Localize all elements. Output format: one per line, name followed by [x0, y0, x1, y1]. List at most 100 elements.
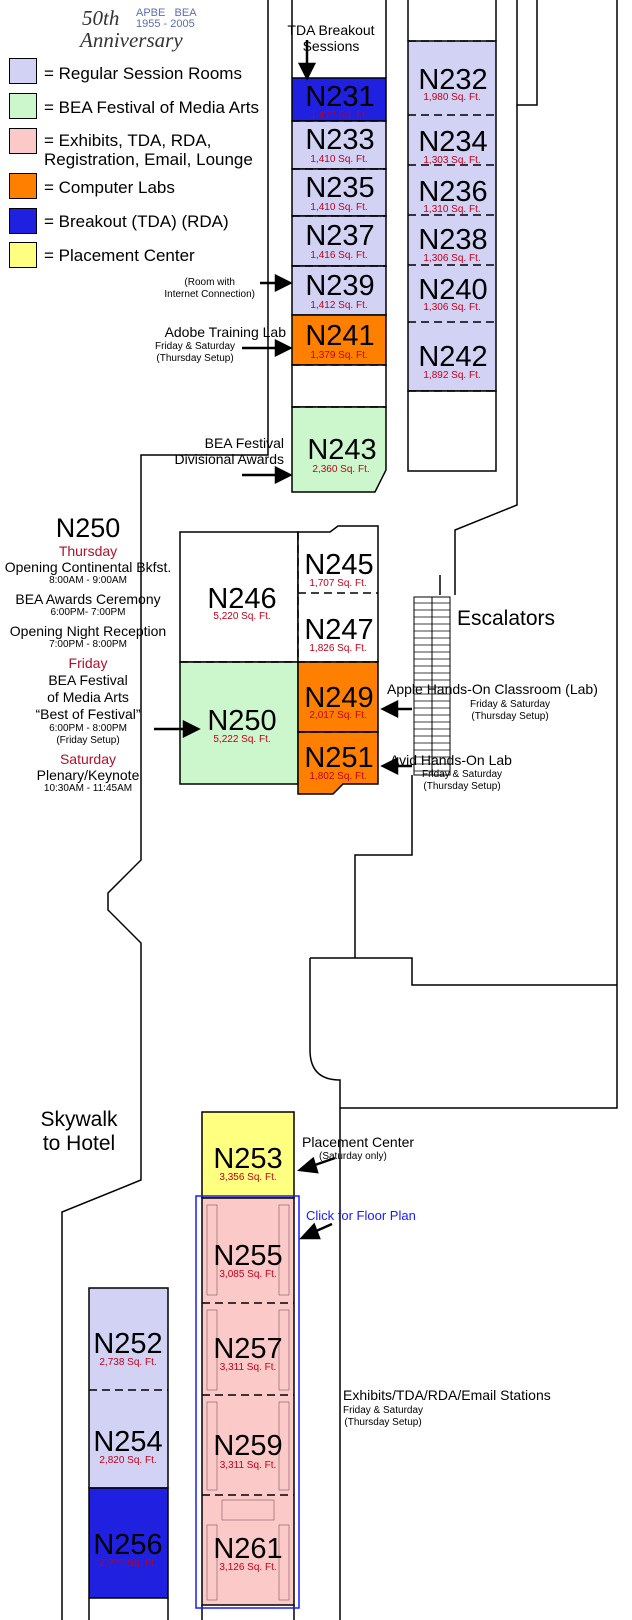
legend-label-computer: = Computer Labs [44, 178, 175, 197]
room-n237[interactable]: N237 [305, 220, 375, 252]
thursday-event-1-time: 8:00AM - 9:00AM [49, 575, 127, 586]
saturday-heading: Saturday [59, 751, 117, 767]
room-n254-sqft: 2,820 Sq. Ft. [99, 1455, 157, 1466]
room-n231-sqft: 1,4?? Sq. Ft. [310, 110, 368, 121]
thursday-event-2: BEA Awards Ceremony [15, 591, 161, 607]
room-n253-fill [201, 1111, 295, 1199]
room-n241-sqft: 1,379 Sq. Ft. [310, 350, 368, 361]
room-n233-sqft: 1,410 Sq. Ft. [310, 154, 368, 165]
corridor-wall-right [339, 0, 618, 1620]
legend-swatch-computer [9, 173, 37, 199]
room-n241[interactable]: N241 [305, 320, 375, 352]
org-apbe: APBE [136, 7, 166, 19]
room-n245-sqft: 1,707 Sq. Ft. [309, 578, 367, 589]
anniversary-years: 1955 - 2005 [136, 18, 195, 30]
legend-label-breakout: = Breakout (TDA) (RDA) [44, 212, 229, 231]
apple-classroom-schedule: Friday & Saturday (Thursday Setup) [470, 699, 551, 722]
room-n234[interactable]: N234 [418, 126, 488, 158]
thursday-event-3-time: 7:00PM - 8:00PM [49, 639, 127, 650]
floor-plan-link-frame [195, 1195, 300, 1609]
apple-classroom-title: Apple Hands-On Classroom (Lab) [387, 681, 598, 697]
room-column-n232-n242-fill [407, 40, 497, 392]
room-n233[interactable]: N233 [305, 124, 375, 156]
room-n242[interactable]: N242 [418, 341, 488, 373]
wall-curve [309, 958, 341, 1108]
room-n245[interactable]: N245 [304, 549, 374, 581]
skywalk-label[interactable]: Skywalk to Hotel [40, 1108, 118, 1155]
corridor-wall-left [61, 0, 269, 1620]
room-n246[interactable]: N246 [207, 583, 277, 615]
room-n249[interactable]: N249 [304, 682, 374, 714]
thursday-heading: Thursday [58, 543, 118, 559]
n250-schedule: N250 Thursday Opening Continental Bkfst.… [0, 513, 176, 795]
arrows [154, 40, 412, 1240]
exhibits-schedule: Friday & Saturday (Thursday Setup) [343, 1405, 424, 1428]
avid-lab-schedule: Friday & Saturday (Thursday Setup) [422, 769, 503, 792]
adobe-lab-title: Adobe Training Lab [164, 324, 286, 340]
room-n256[interactable]: N256 [93, 1529, 163, 1561]
wall-notch [516, 0, 538, 106]
legend-swatch-placement [9, 242, 37, 268]
room-n240-sqft: 1,306 Sq. Ft. [423, 302, 481, 313]
room-n236[interactable]: N236 [418, 176, 488, 208]
room-n255[interactable]: N255 [213, 1240, 283, 1272]
placement-center-title: Placement Center [302, 1134, 415, 1150]
adobe-lab-schedule: Friday & Saturday (Thursday Setup) [155, 341, 236, 364]
exhibits-title: Exhibits/TDA/RDA/Email Stations [343, 1387, 551, 1403]
legend-label-placement: = Placement Center [44, 246, 195, 265]
room-n231-fill [291, 77, 387, 122]
bea-festival-divisional-label: BEA Festival Divisional Awards [174, 435, 284, 467]
room-n238[interactable]: N238 [418, 224, 488, 256]
room-n251-sqft: 1,802 Sq. Ft. [309, 771, 367, 782]
room-n236-sqft: 1,310 Sq. Ft. [423, 204, 481, 215]
escalators [413, 596, 451, 776]
saturday-event-1-time: 10:30AM - 11:45AM [43, 783, 133, 794]
anniversary-logo: 50th Anniversary [80, 8, 183, 52]
thursday-event-1: Opening Continental Bkfst. [4, 559, 172, 575]
legend-label-exhibits: = Exhibits, TDA, RDA, Registration, Emai… [44, 131, 253, 169]
thursday-event-3: Opening Night Reception [9, 623, 167, 639]
room-n239[interactable]: N239 [305, 270, 375, 302]
room-n257[interactable]: N257 [213, 1333, 283, 1365]
room-n241-fill [291, 314, 387, 366]
org-bea: BEA [174, 7, 197, 19]
room-n246-fill [179, 531, 299, 663]
wall-inner-right [454, 105, 518, 595]
room-n234-sqft: 1,303 Sq. Ft. [423, 155, 481, 166]
room-n247-sqft: 1,826 Sq. Ft. [309, 643, 367, 654]
room-n251[interactable]: N251 [304, 742, 374, 774]
legend-swatch-festival [9, 93, 37, 119]
room-n252-sqft: 2,738 Sq. Ft. [99, 1357, 157, 1368]
room-n231[interactable]: N231 [305, 81, 375, 113]
room-n256-fill [88, 1487, 169, 1599]
room-n252[interactable]: N252 [93, 1328, 163, 1360]
room-n243[interactable]: N243 [307, 434, 377, 466]
anniversary-orgs: APBE BEA 1955 - 2005 [136, 8, 197, 30]
wall-step-1 [354, 775, 413, 958]
room-n250[interactable]: N250 [207, 705, 277, 737]
room-n240[interactable]: N240 [418, 274, 488, 306]
room-n232-sqft: 1,980 Sq. Ft. [423, 92, 481, 103]
room-n238-sqft: 1,306 Sq. Ft. [423, 253, 481, 264]
room-n257-sqft: 3,311 Sq. Ft. [219, 1362, 277, 1373]
room-n235[interactable]: N235 [305, 172, 375, 204]
room-n253-sqft: 3,356 Sq. Ft. [219, 1172, 277, 1183]
room-n232[interactable]: N232 [418, 64, 488, 96]
room-n246-sqft: 5,220 Sq. Ft. [213, 611, 271, 622]
room-n255-sqft: 3,085 Sq. Ft. [219, 1269, 277, 1280]
placement-center-schedule: (Saturday only) [319, 1151, 387, 1162]
room-n259-sqft: 3,311 Sq. Ft. [219, 1460, 277, 1471]
room-n239-fill [291, 265, 387, 316]
room-empty-fill [291, 364, 387, 408]
friday-event-1-time: 6:00PM - 8:00PM (Friday Setup) [49, 723, 127, 746]
n250-title: N250 [55, 513, 121, 543]
room-n243-sqft: 2,360 Sq. Ft. [312, 464, 370, 475]
room-n261[interactable]: N261 [213, 1533, 283, 1565]
room-n247[interactable]: N247 [304, 614, 374, 646]
legend-swatch-exhibits [9, 128, 37, 154]
room-n252-n254-fill [88, 1287, 169, 1489]
room-n259[interactable]: N259 [213, 1430, 283, 1462]
room-n253[interactable]: N253 [213, 1143, 283, 1175]
room-n254[interactable]: N254 [93, 1426, 163, 1458]
click-floor-plan-link[interactable]: Click for Floor Plan [306, 1208, 416, 1223]
